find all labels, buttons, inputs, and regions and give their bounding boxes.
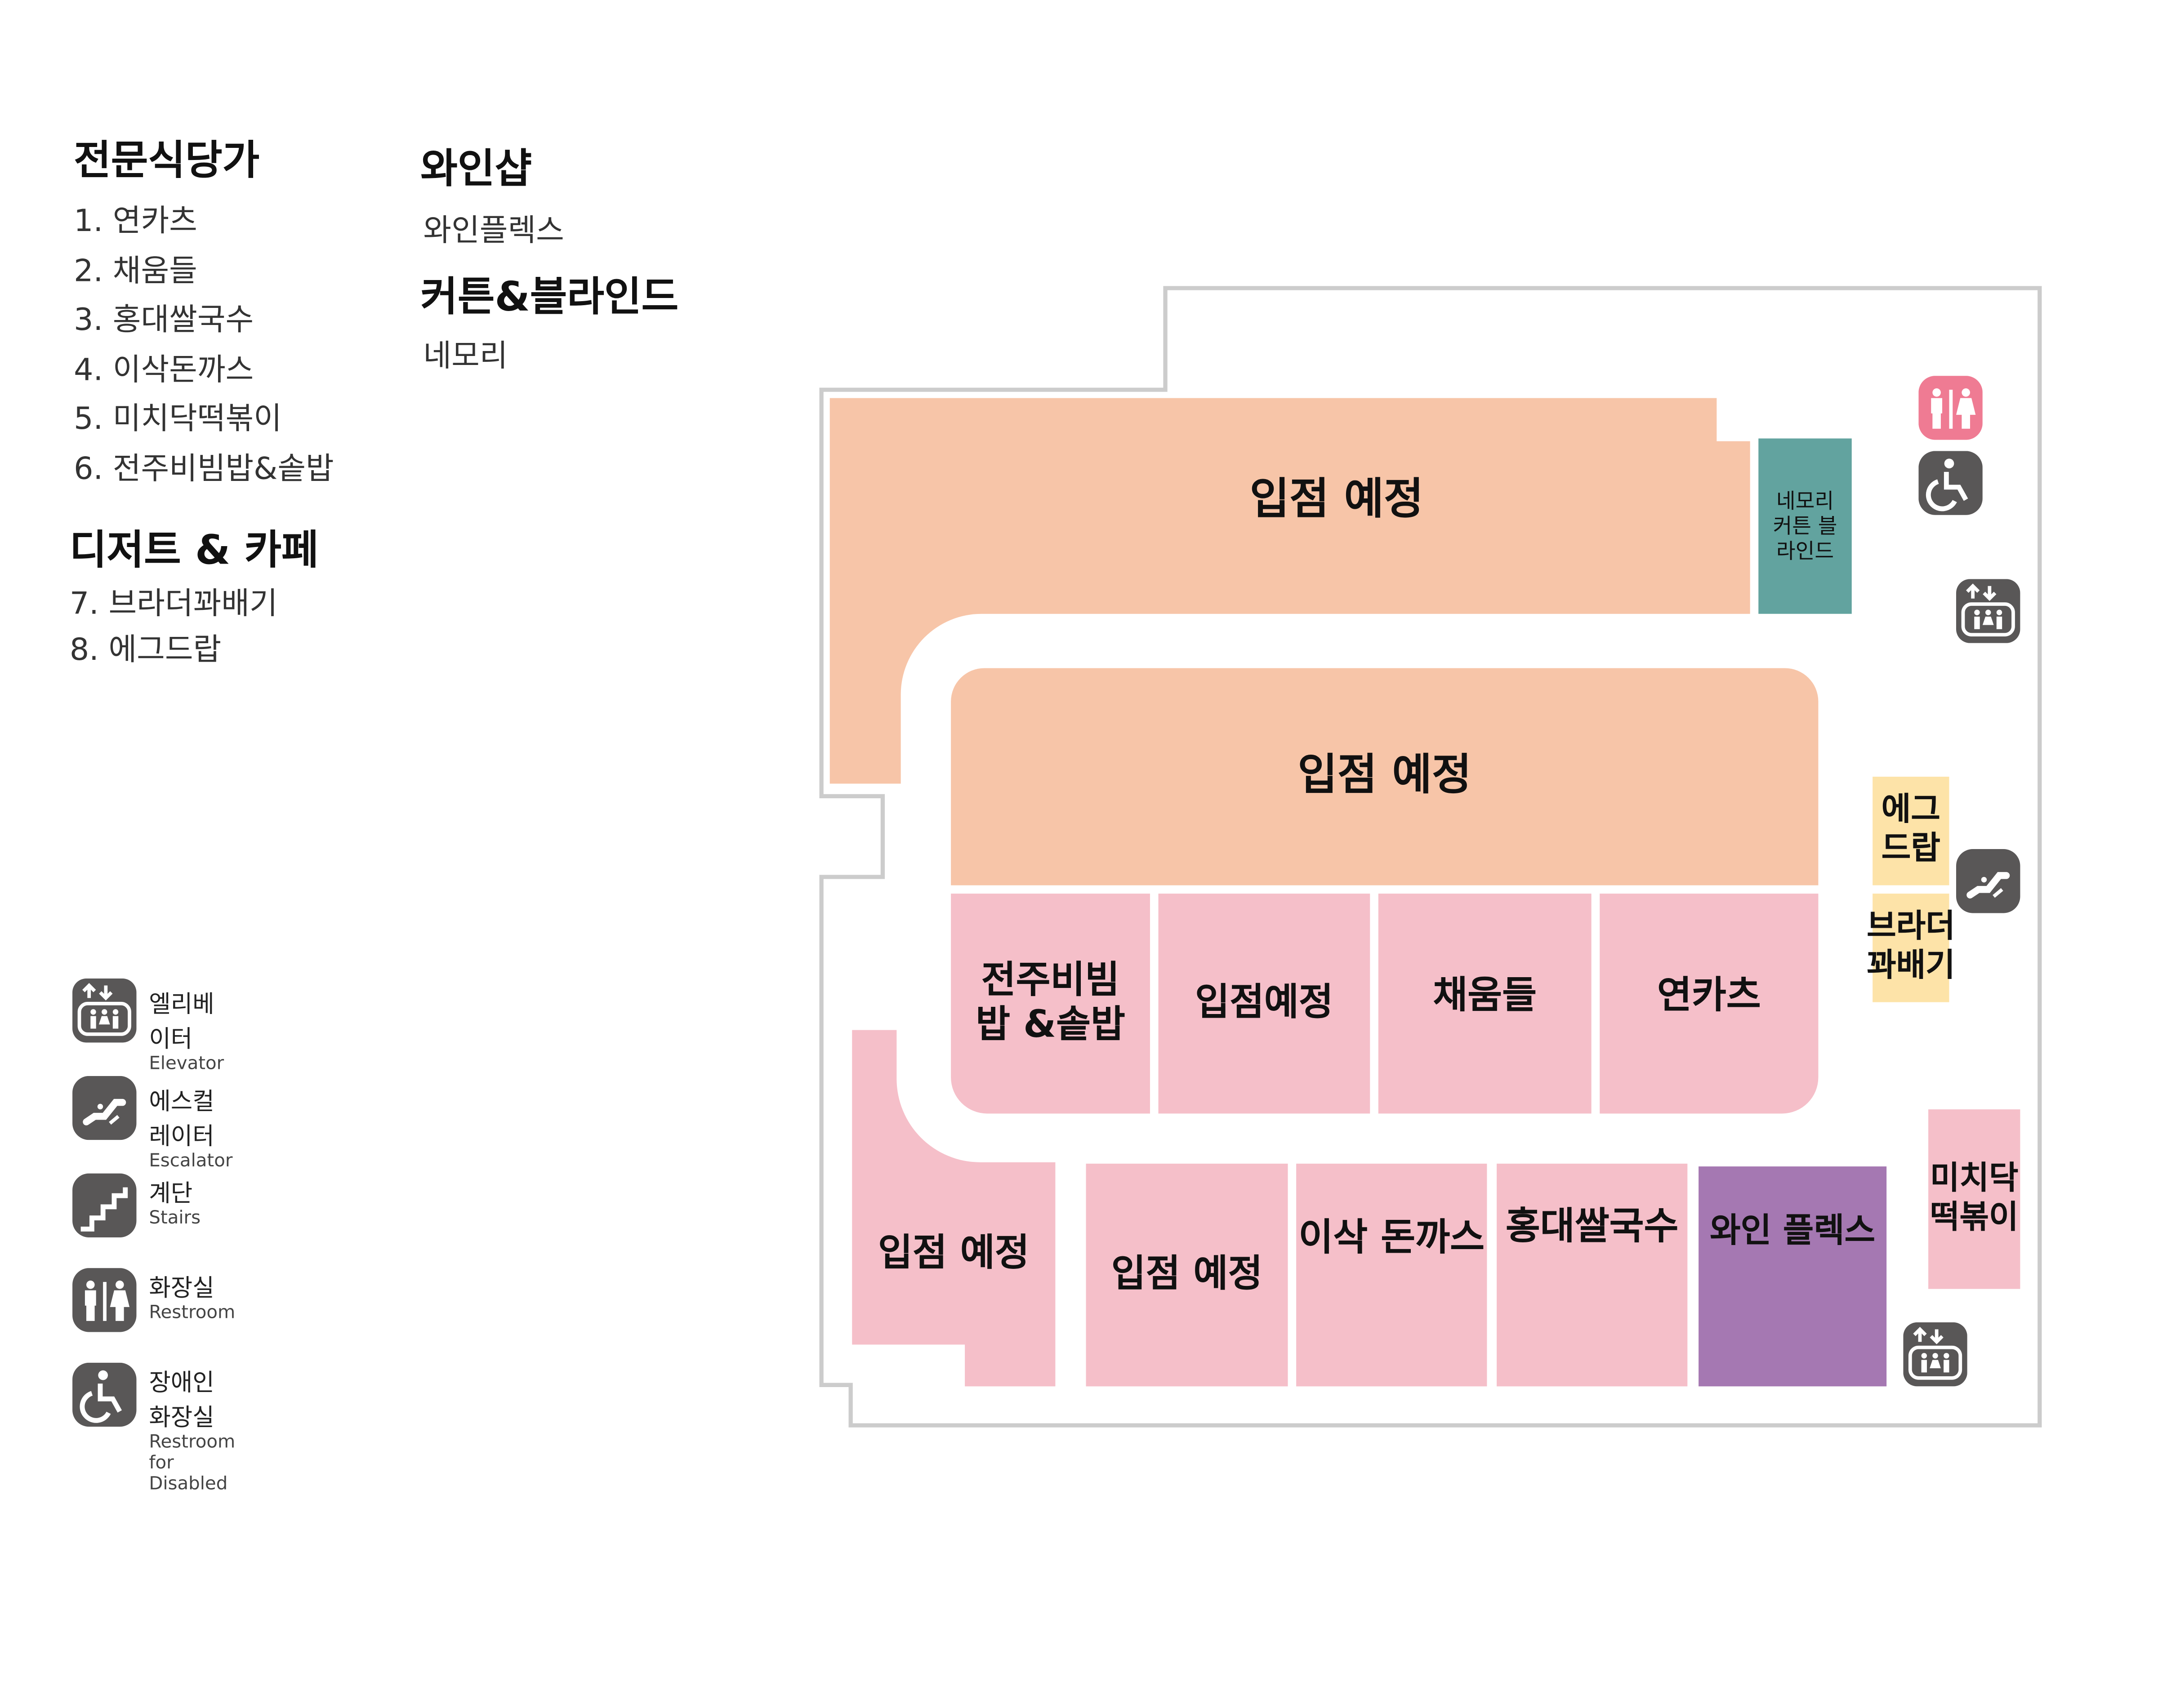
category-title-wine: 와인샵 [420,145,532,192]
list-item: 7. 브라더꽈배기 [69,587,278,623]
list-item: 3. 홍대쌀국수 [74,303,254,338]
store-yeonkatsu[interactable]: 연카츠 [1600,894,1819,1114]
legend-label: 화장실 [149,1275,214,1303]
store-isak-donkatsu[interactable]: 이삭 돈까스 [1296,1163,1487,1387]
store-upcoming-top[interactable]: 입점 예정 [1249,475,1424,525]
store-upcoming[interactable]: 입점예정 [1158,894,1370,1114]
accessible-restroom-icon[interactable] [1918,451,1982,515]
legend-label: 엘리베이터 [149,991,214,1054]
legend-label-en: Stairs [149,1208,201,1229]
category-title-curtain: 커튼&블라인드 [420,272,679,320]
store-chaeumdeul[interactable]: 채움들 [1378,894,1592,1114]
restroom-icon[interactable] [1918,376,1982,440]
store-top-upcoming-shape [829,398,1750,784]
store-upcoming-center[interactable]: 입점 예정 [951,668,1819,885]
category-title-restaurants: 전문식당가 [74,136,260,184]
store-eggdrop[interactable]: 에그 드랍 [1873,777,1949,885]
list-item: 와인플렉스 [423,214,564,249]
category-title-dessert: 디저트 & 카페 [69,526,319,574]
legend-label-en: Restroom [149,1303,236,1324]
store-jeonju-bibimbap[interactable]: 전주비빔밥 &솥밥 [951,894,1150,1114]
elevator-icon[interactable] [1956,579,2020,643]
legend-label-en: Restroom for Disabled [149,1432,236,1495]
elevator-icon[interactable] [1903,1322,1967,1386]
store-brother-kkwabaegi[interactable]: 브라더 꽈배기 [1867,894,1955,1002]
list-item: 8. 에그드랍 [69,633,222,668]
list-item: 5. 미치닥떡볶이 [74,402,282,437]
restaurant-list: 1. 연카츠 2. 채움들 3. 홍대쌀국수 4. 이삭돈까스 5. 미치닥떡볶… [74,198,334,494]
store-hongdae-pho[interactable]: 홍대쌀국수 [1497,1163,1688,1387]
store-michidak-tteokbokki[interactable]: 미치닥 떡볶이 [1928,1109,2020,1289]
legend-label: 계단 [149,1180,193,1209]
list-item: 1. 연카츠 [74,205,197,240]
store-wine-flex[interactable]: 와인 플렉스 [1699,1166,1887,1387]
legend-label-en: Elevator [149,1054,224,1075]
legend-label-en: Escalator [149,1151,233,1172]
store-nemori[interactable]: 네모리 커튼 블라인드 [1758,438,1852,614]
legend-label: 에스컬레이터 [149,1088,214,1152]
store-upcoming[interactable]: 입점 예정 [1086,1163,1288,1387]
store-bottom-left-shape [852,1030,1056,1387]
legend-label: 장애인화장실 [149,1370,214,1432]
list-item: 6. 전주비빔밥&솥밥 [74,451,334,487]
dessert-list: 7. 브라더꽈배기 8. 에그드랍 [70,582,278,673]
escalator-icon[interactable] [1956,849,2020,913]
list-item: 4. 이삭돈까스 [74,353,254,388]
list-item: 2. 채움들 [74,254,197,289]
store-upcoming-bottom-left[interactable]: 입점 예정 [878,1232,1030,1275]
list-item: 네모리 [423,339,508,375]
